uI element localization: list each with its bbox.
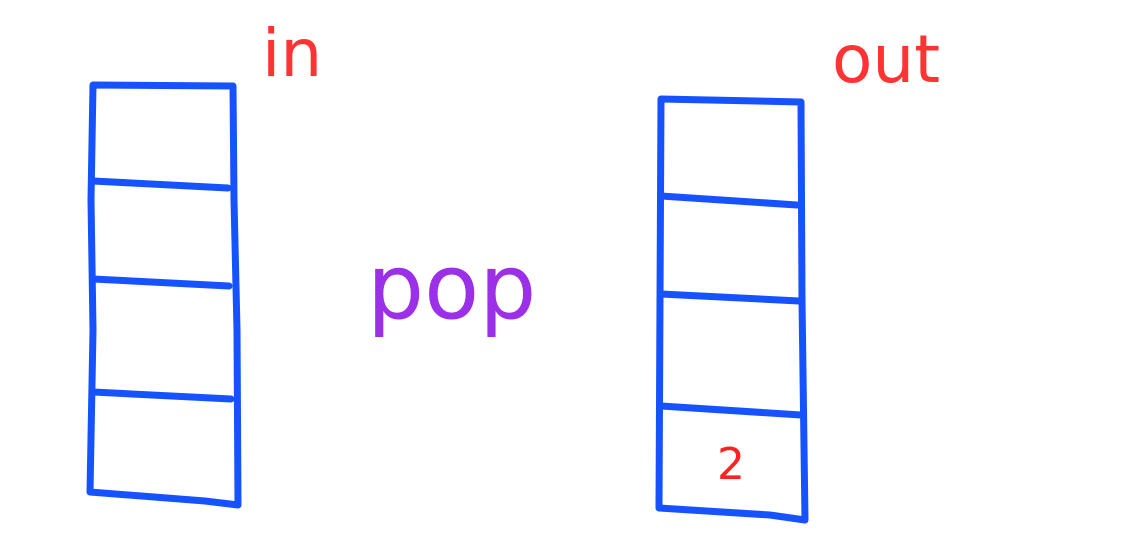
stack-in-outline [86, 81, 242, 509]
stack-out-divider-3 [657, 402, 805, 419]
stack-in-label: in [262, 15, 322, 92]
stack-in-divider-3 [89, 388, 235, 403]
stack-in-divider-1 [89, 177, 232, 192]
stack-out-divider-2 [657, 290, 803, 305]
stack-in-divider-2 [89, 275, 233, 290]
stack-out: 2 out [655, 21, 940, 524]
stack-out-label: out [832, 21, 940, 98]
stack-out-outline [655, 95, 809, 524]
stack-out-cell-4-value: 2 [717, 439, 745, 490]
operation-label: pop [367, 235, 536, 340]
stack-in: in [86, 15, 322, 509]
stack-out-divider-1 [657, 192, 801, 209]
